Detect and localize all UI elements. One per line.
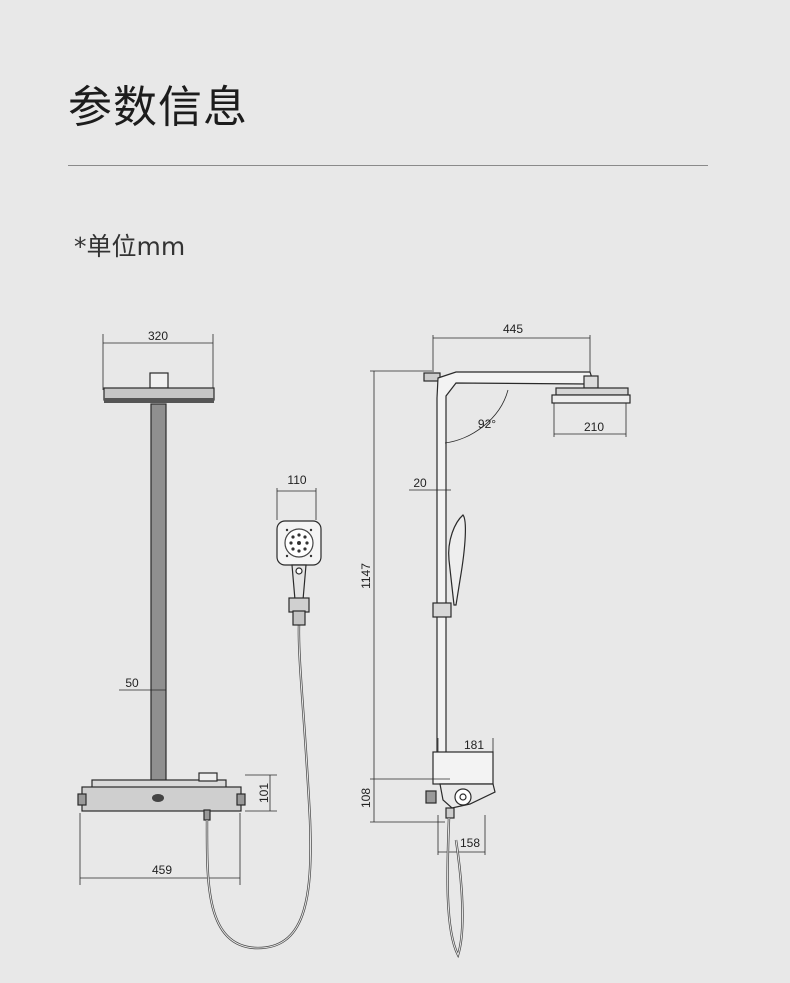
- dim-arm-length: 445: [503, 322, 523, 336]
- front-view: [77, 334, 322, 950]
- unit-note: *单位mm: [74, 232, 186, 261]
- handset-side: [448, 514, 466, 606]
- dim-head-width: 320: [148, 329, 168, 343]
- dim-pipe-offset: 20: [413, 476, 427, 490]
- dim-console-height: 101: [257, 783, 271, 803]
- dim-head-diameter: 210: [584, 420, 604, 434]
- page-title: 参数信息: [68, 82, 248, 133]
- side-view: [370, 335, 631, 959]
- dim-shelf-depth: 181: [464, 738, 484, 752]
- dim-handset-width: 110: [287, 473, 306, 487]
- title-divider: [68, 165, 708, 166]
- handset-holder: [288, 597, 310, 613]
- riser-pipe: [150, 403, 167, 783]
- overhead-head: [555, 387, 629, 396]
- dim-console-width: 459: [152, 863, 172, 877]
- dim-valve-height: 108: [359, 788, 373, 808]
- head-mount: [149, 372, 169, 389]
- dim-pipe-width: 50: [125, 676, 139, 690]
- shower-arm: [436, 371, 593, 783]
- dim-valve-depth: 158: [460, 836, 480, 850]
- dim-arm-angle: 92°: [478, 417, 496, 431]
- dim-total-height: 1147: [359, 563, 373, 589]
